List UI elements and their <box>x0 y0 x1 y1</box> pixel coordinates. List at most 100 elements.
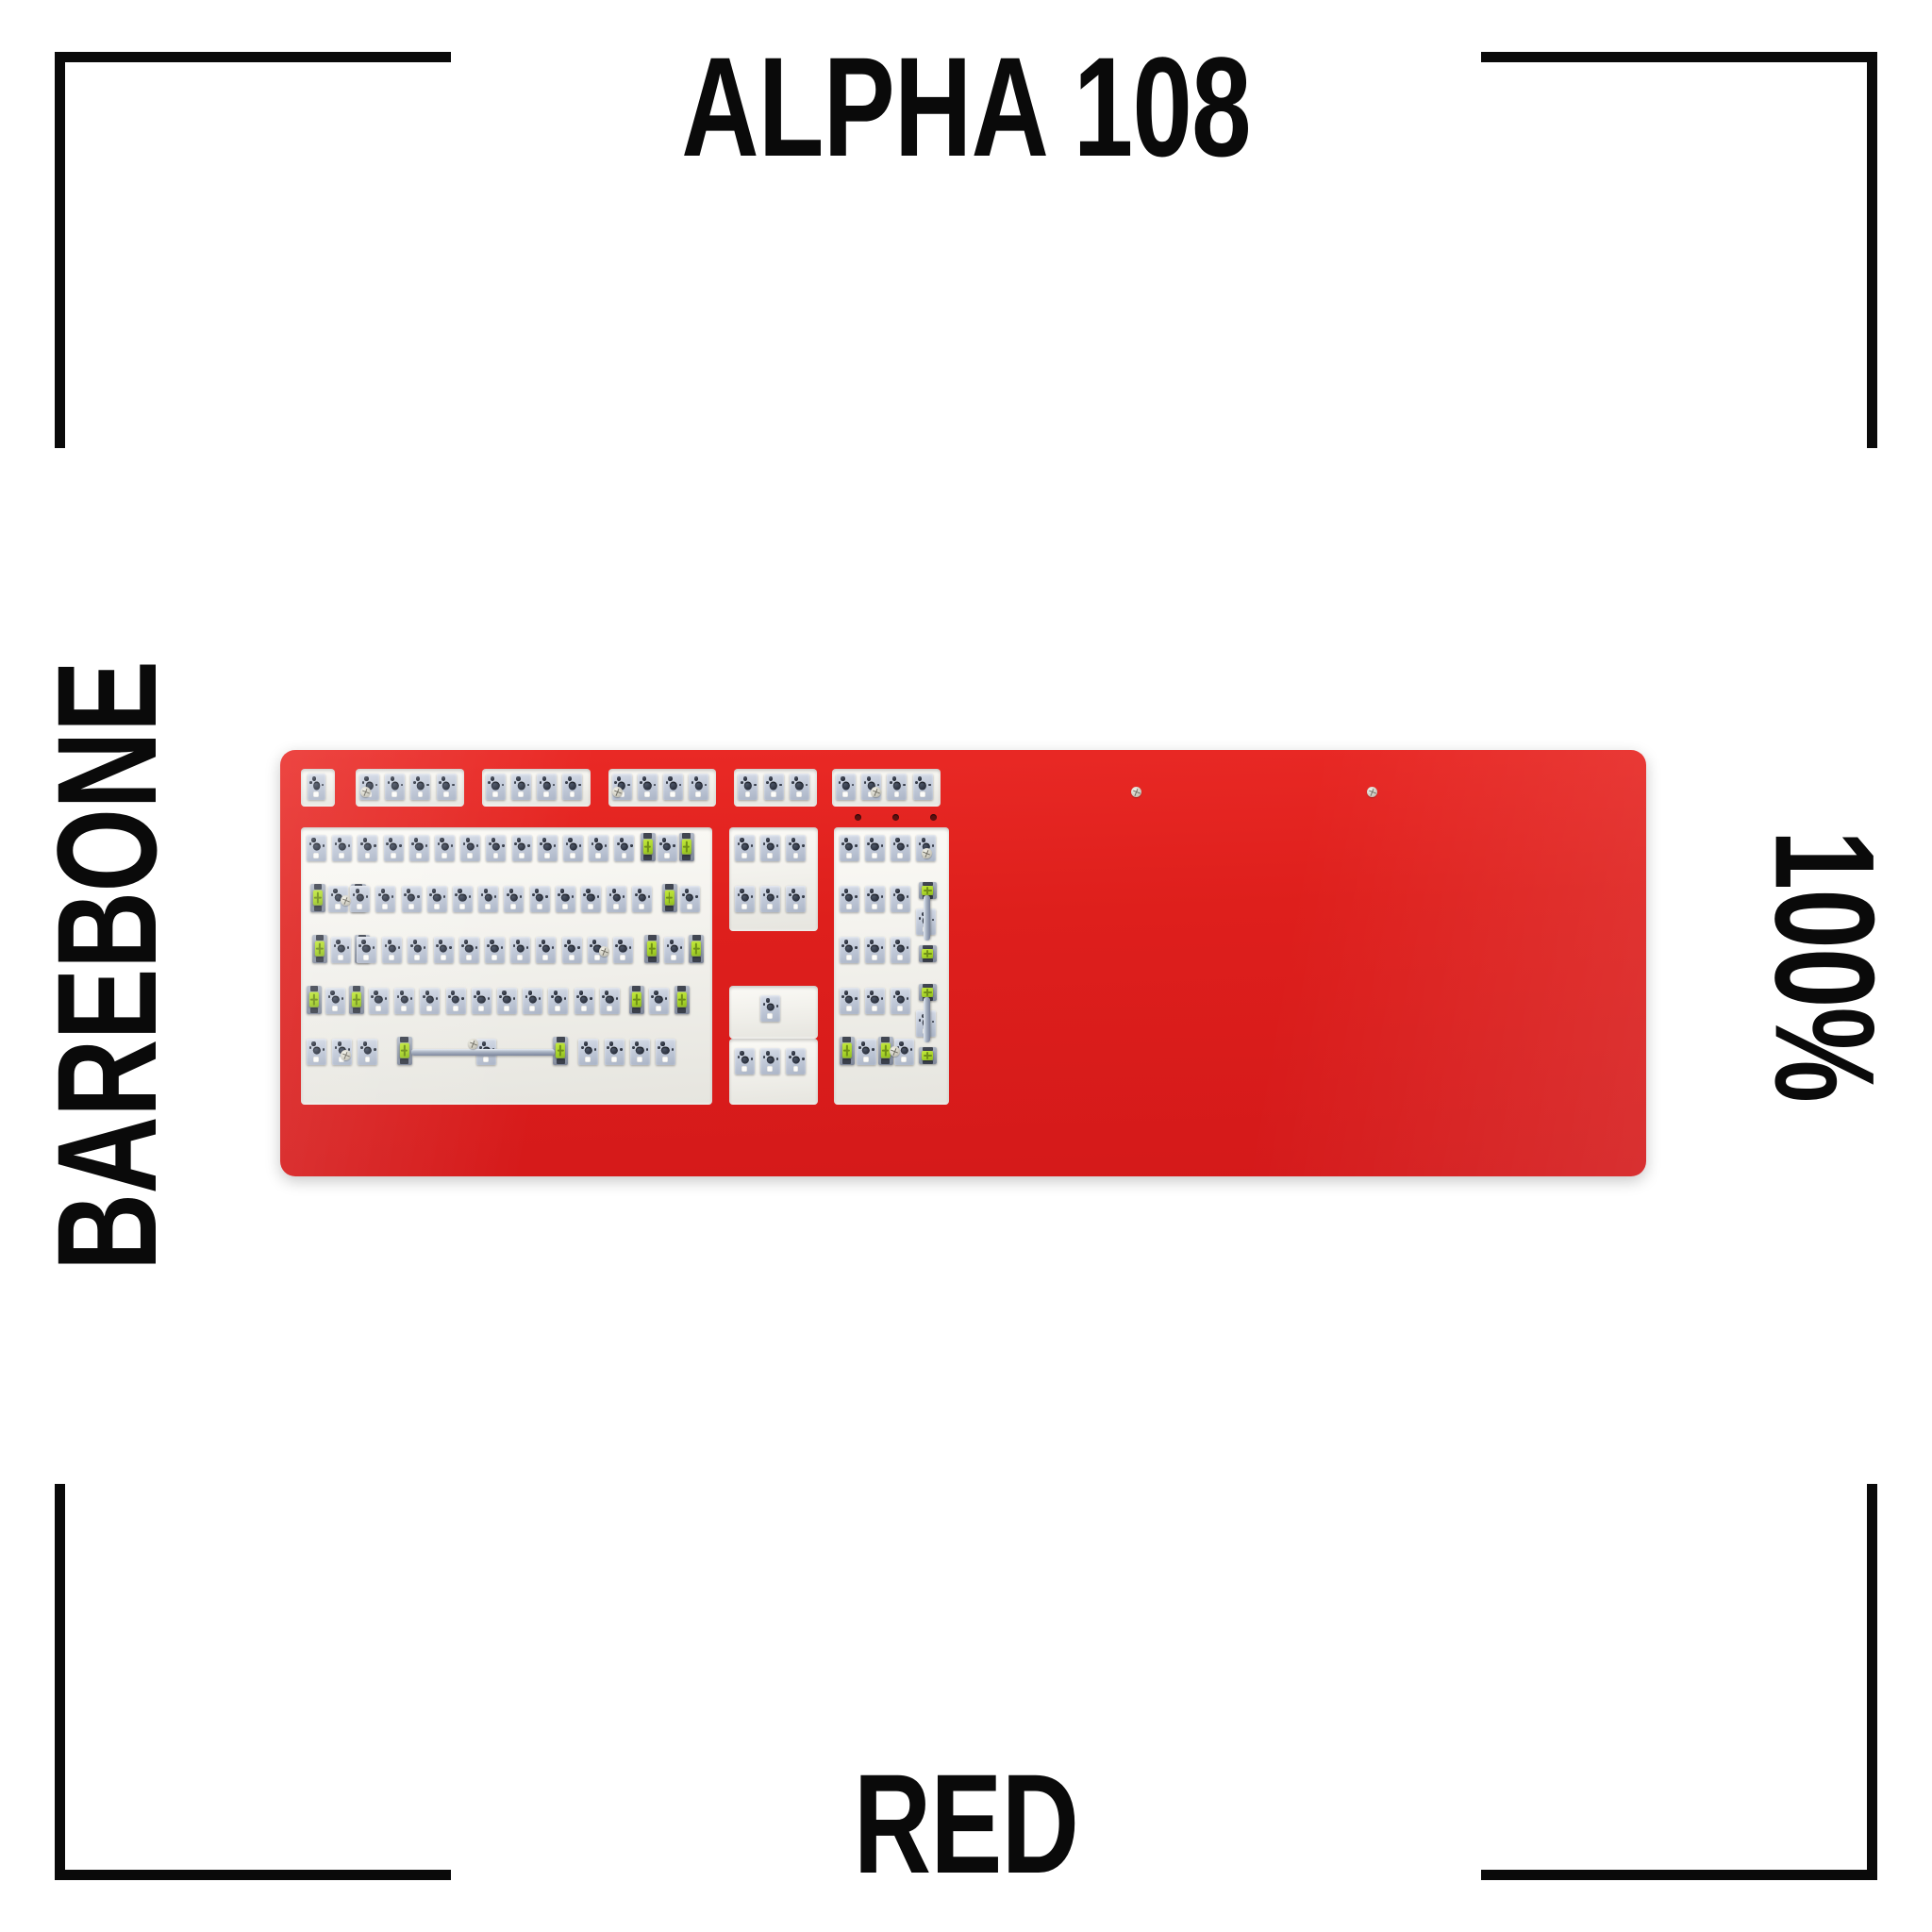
switch-socket[interactable] <box>632 886 653 912</box>
switch-socket[interactable] <box>891 886 910 912</box>
switch-socket[interactable] <box>445 988 466 1014</box>
stabilizer-insert[interactable] <box>919 945 937 962</box>
switch-socket[interactable] <box>433 937 454 963</box>
switch-socket[interactable] <box>484 937 505 963</box>
switch-socket[interactable] <box>856 1039 876 1065</box>
switch-socket[interactable] <box>912 774 933 800</box>
switch-socket[interactable] <box>307 835 326 861</box>
switch-socket[interactable] <box>760 1048 781 1074</box>
switch-socket[interactable] <box>864 835 885 861</box>
switch-socket[interactable] <box>486 835 507 861</box>
stabilizer-insert[interactable] <box>674 985 690 1014</box>
switch-socket[interactable] <box>629 1039 650 1065</box>
switch-socket[interactable] <box>786 835 807 861</box>
switch-socket[interactable] <box>511 774 531 800</box>
switch-socket[interactable] <box>510 937 531 963</box>
switch-socket[interactable] <box>891 937 910 963</box>
switch-socket[interactable] <box>887 774 908 800</box>
switch-socket[interactable] <box>891 835 910 861</box>
switch-socket[interactable] <box>763 774 784 800</box>
switch-socket[interactable] <box>420 988 441 1014</box>
switch-socket[interactable] <box>648 988 669 1014</box>
switch-socket[interactable] <box>536 937 557 963</box>
switch-socket[interactable] <box>578 1039 599 1065</box>
switch-socket[interactable] <box>529 886 550 912</box>
switch-socket[interactable] <box>561 937 582 963</box>
switch-socket[interactable] <box>435 835 455 861</box>
switch-socket[interactable] <box>789 774 809 800</box>
switch-socket[interactable] <box>839 988 859 1014</box>
switch-socket[interactable] <box>735 1048 755 1074</box>
switch-socket[interactable] <box>408 835 429 861</box>
switch-socket[interactable] <box>589 835 609 861</box>
switch-socket[interactable] <box>408 937 428 963</box>
switch-socket[interactable] <box>839 835 859 861</box>
stabilizer-insert[interactable] <box>553 1036 569 1065</box>
switch-socket[interactable] <box>555 886 575 912</box>
switch-socket[interactable] <box>368 988 389 1014</box>
switch-socket[interactable] <box>735 835 755 861</box>
switch-socket[interactable] <box>599 988 620 1014</box>
switch-socket[interactable] <box>504 886 525 912</box>
switch-socket[interactable] <box>375 886 396 912</box>
switch-socket[interactable] <box>637 774 658 800</box>
switch-socket[interactable] <box>657 835 677 861</box>
switch-socket[interactable] <box>537 835 558 861</box>
stabilizer-insert[interactable] <box>640 832 656 861</box>
stabilizer-insert[interactable] <box>877 1036 893 1065</box>
switch-socket[interactable] <box>358 1039 378 1065</box>
switch-socket[interactable] <box>331 937 351 963</box>
stabilizer-insert[interactable] <box>628 985 644 1014</box>
stabilizer-insert[interactable] <box>396 1036 412 1065</box>
stabilizer-insert[interactable] <box>644 934 660 963</box>
switch-socket[interactable] <box>836 774 856 800</box>
switch-socket[interactable] <box>382 937 403 963</box>
switch-socket[interactable] <box>655 1039 675 1065</box>
stabilizer-insert[interactable] <box>349 985 364 1014</box>
switch-socket[interactable] <box>735 886 755 912</box>
switch-socket[interactable] <box>426 886 447 912</box>
switch-socket[interactable] <box>460 835 481 861</box>
switch-socket[interactable] <box>864 886 885 912</box>
switch-socket[interactable] <box>332 835 353 861</box>
stabilizer-insert[interactable] <box>839 1036 855 1065</box>
switch-socket[interactable] <box>394 988 415 1014</box>
switch-socket[interactable] <box>485 774 506 800</box>
switch-socket[interactable] <box>864 937 885 963</box>
switch-socket[interactable] <box>738 774 758 800</box>
switch-socket[interactable] <box>574 988 594 1014</box>
switch-socket[interactable] <box>356 937 376 963</box>
switch-socket[interactable] <box>839 937 859 963</box>
switch-socket[interactable] <box>548 988 569 1014</box>
switch-socket[interactable] <box>383 835 404 861</box>
stabilizer-insert[interactable] <box>919 1047 937 1064</box>
stabilizer-insert[interactable] <box>310 883 325 912</box>
switch-socket[interactable] <box>478 886 499 912</box>
switch-socket[interactable] <box>604 1039 625 1065</box>
switch-socket[interactable] <box>612 937 633 963</box>
switch-socket[interactable] <box>307 1039 326 1065</box>
switch-socket[interactable] <box>679 886 700 912</box>
switch-socket[interactable] <box>689 774 709 800</box>
stabilizer-insert[interactable] <box>689 934 705 963</box>
switch-socket[interactable] <box>523 988 543 1014</box>
switch-socket[interactable] <box>496 988 517 1014</box>
switch-socket[interactable] <box>607 886 627 912</box>
switch-socket[interactable] <box>325 988 345 1014</box>
switch-socket[interactable] <box>839 886 859 912</box>
stabilizer-insert[interactable] <box>312 934 327 963</box>
stabilizer-insert[interactable] <box>307 985 322 1014</box>
switch-socket[interactable] <box>891 988 910 1014</box>
switch-socket[interactable] <box>614 835 635 861</box>
switch-socket[interactable] <box>786 1048 807 1074</box>
switch-socket[interactable] <box>308 774 325 800</box>
switch-socket[interactable] <box>385 774 406 800</box>
switch-socket[interactable] <box>537 774 558 800</box>
switch-socket[interactable] <box>458 937 479 963</box>
switch-socket[interactable] <box>401 886 422 912</box>
switch-socket[interactable] <box>563 835 583 861</box>
switch-socket[interactable] <box>864 988 885 1014</box>
switch-socket[interactable] <box>358 835 378 861</box>
switch-socket[interactable] <box>350 886 371 912</box>
switch-socket[interactable] <box>436 774 457 800</box>
